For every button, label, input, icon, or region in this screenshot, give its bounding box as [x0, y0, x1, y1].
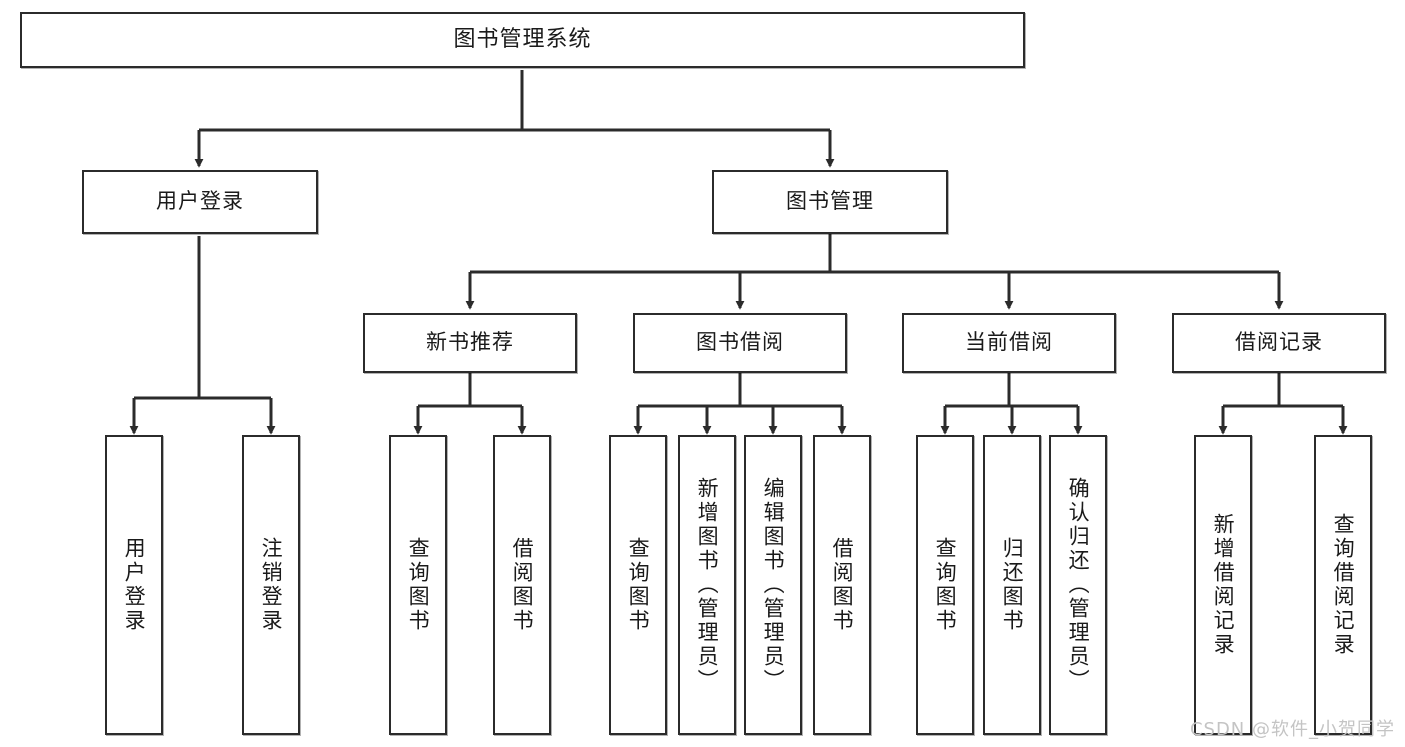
- node-label: 查询图书: [406, 537, 431, 633]
- node-label: 借阅图书: [830, 537, 855, 633]
- node-user-login[interactable]: 用户登录: [82, 170, 318, 234]
- node-leaf-add-borrow-record[interactable]: 新增借阅记录: [1194, 435, 1252, 735]
- node-label: 借阅记录: [1235, 330, 1323, 355]
- node-label: 新书推荐: [426, 330, 514, 355]
- node-label: 当前借阅: [965, 330, 1053, 355]
- node-book-management[interactable]: 图书管理: [712, 170, 948, 234]
- node-leaf-borrow-book[interactable]: 借阅图书: [813, 435, 871, 735]
- node-leaf-query-borrow-record[interactable]: 查询借阅记录: [1314, 435, 1372, 735]
- node-leaf-borrow-book-recommend[interactable]: 借阅图书: [493, 435, 551, 735]
- node-label: 用户登录: [122, 537, 147, 633]
- node-root-system[interactable]: 图书管理系统: [20, 12, 1025, 68]
- node-leaf-query-book-current[interactable]: 查询图书: [916, 435, 974, 735]
- node-label: 新增图书（管理员）: [695, 477, 720, 693]
- node-leaf-return-book[interactable]: 归还图书: [983, 435, 1041, 735]
- node-label: 归还图书: [1000, 537, 1025, 633]
- node-label: 确认归还（管理员）: [1066, 477, 1091, 693]
- watermark-text: CSDN @软件_小贺同学: [1189, 719, 1395, 740]
- node-leaf-confirm-return-admin[interactable]: 确认归还（管理员）: [1049, 435, 1107, 735]
- node-leaf-add-book-admin[interactable]: 新增图书（管理员）: [678, 435, 736, 735]
- node-label: 用户登录: [156, 189, 244, 214]
- node-leaf-edit-book-admin[interactable]: 编辑图书（管理员）: [744, 435, 802, 735]
- node-book-borrow[interactable]: 图书借阅: [633, 313, 847, 373]
- node-label: 查询借阅记录: [1331, 513, 1356, 657]
- node-leaf-query-book[interactable]: 查询图书: [609, 435, 667, 735]
- node-label: 编辑图书（管理员）: [761, 477, 786, 693]
- node-borrow-record[interactable]: 借阅记录: [1172, 313, 1386, 373]
- node-label: 图书借阅: [696, 330, 784, 355]
- node-label: 注销登录: [259, 537, 284, 633]
- node-label: 查询图书: [933, 537, 958, 633]
- node-new-book-recommend[interactable]: 新书推荐: [363, 313, 577, 373]
- node-leaf-query-book-recommend[interactable]: 查询图书: [389, 435, 447, 735]
- node-label: 图书管理系统: [453, 26, 592, 52]
- node-current-borrow[interactable]: 当前借阅: [902, 313, 1116, 373]
- node-label: 借阅图书: [510, 537, 535, 633]
- node-label: 查询图书: [626, 537, 651, 633]
- node-leaf-logout[interactable]: 注销登录: [242, 435, 300, 735]
- node-label: 新增借阅记录: [1211, 513, 1236, 657]
- node-leaf-user-login[interactable]: 用户登录: [105, 435, 163, 735]
- node-label: 图书管理: [786, 189, 874, 214]
